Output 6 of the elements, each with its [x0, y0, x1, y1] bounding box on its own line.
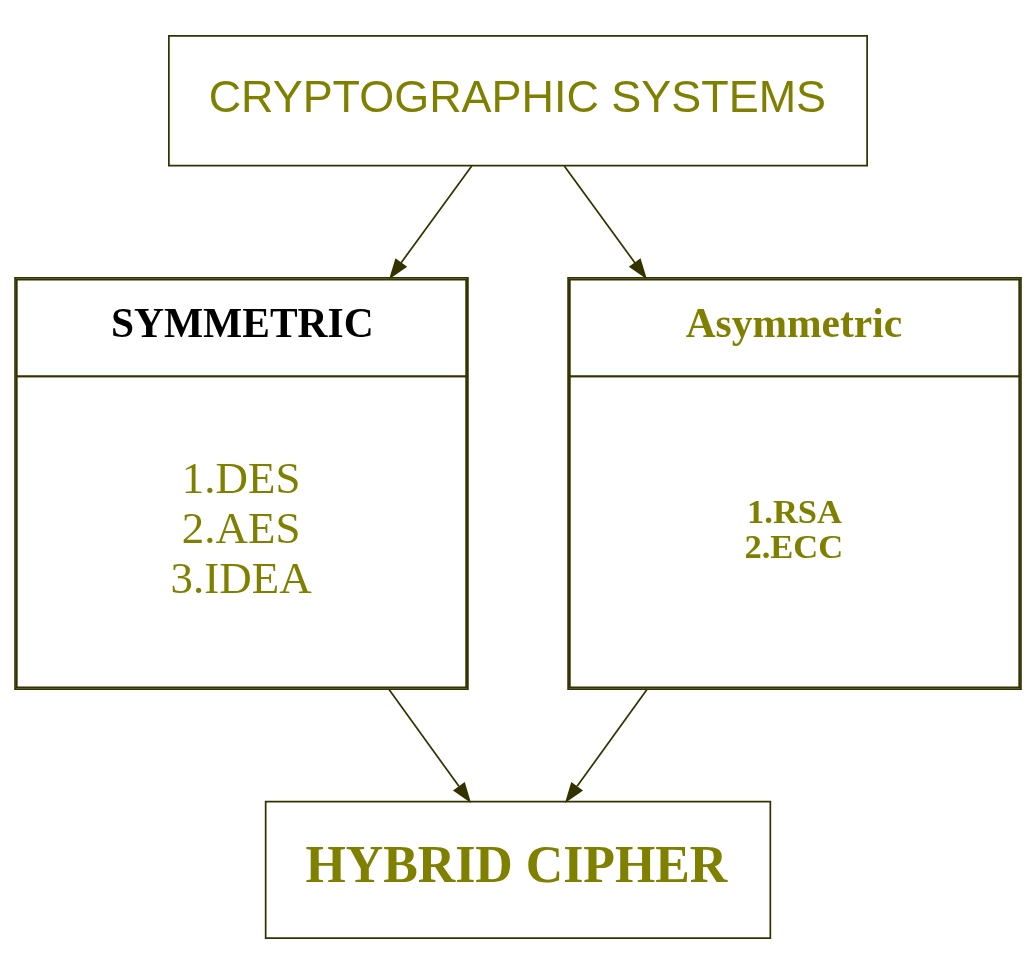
arrow [389, 165, 473, 280]
node-box: CRYPTOGRAPHIC SYSTEMS [168, 35, 868, 167]
node-box: HYBRID CIPHER [264, 800, 772, 939]
arrow [565, 688, 648, 804]
arrow [388, 688, 471, 804]
arrow [563, 165, 647, 280]
